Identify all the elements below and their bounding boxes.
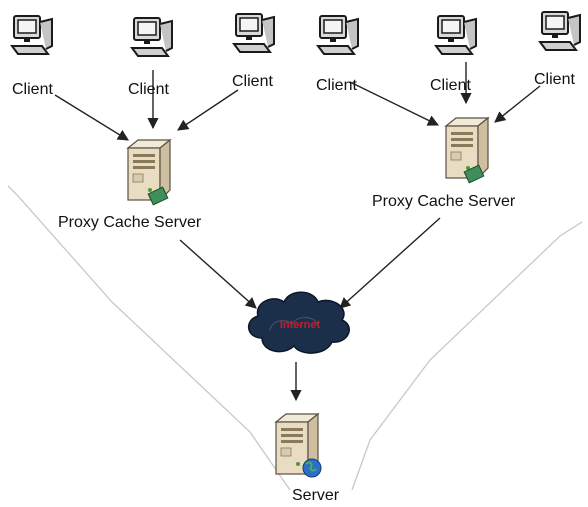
computer-icon bbox=[233, 13, 275, 53]
client-label: Client bbox=[316, 77, 357, 94]
globe-icon bbox=[302, 458, 322, 478]
proxy-label: Proxy Cache Server bbox=[372, 193, 516, 210]
server-icon bbox=[445, 117, 489, 179]
proxy-server-left bbox=[127, 139, 171, 206]
connection-arrows bbox=[54, 62, 541, 402]
server-label: Server bbox=[292, 487, 340, 504]
client-label: Client bbox=[128, 81, 169, 98]
computer-icon bbox=[131, 17, 173, 57]
client-label: Client bbox=[12, 81, 53, 98]
cloud-icon bbox=[248, 291, 350, 354]
proxy-server-right bbox=[445, 117, 489, 184]
proxy-label: Proxy Cache Server bbox=[58, 214, 202, 231]
arrow-proxy-left-internet bbox=[179, 239, 257, 309]
client-label: Client bbox=[430, 77, 471, 94]
client-label: Client bbox=[534, 71, 575, 88]
network-card-icon bbox=[463, 164, 485, 184]
arrow-client1-proxy-left bbox=[54, 94, 129, 141]
computer-icon bbox=[11, 15, 53, 55]
client-label: Client bbox=[232, 73, 273, 90]
arrow-client3-proxy-left bbox=[177, 89, 239, 131]
computer-icon bbox=[435, 15, 477, 55]
arrow-client6-proxy-right bbox=[494, 85, 541, 123]
computer-icon bbox=[539, 11, 581, 51]
region-boundary bbox=[7, 185, 583, 491]
internet-label: Internet bbox=[280, 319, 321, 331]
computer-icon bbox=[317, 15, 359, 55]
network-card-icon bbox=[147, 186, 169, 206]
arrow-proxy-right-internet bbox=[339, 217, 441, 309]
origin-server bbox=[275, 413, 322, 478]
arrow-client4-proxy-right bbox=[349, 81, 440, 126]
